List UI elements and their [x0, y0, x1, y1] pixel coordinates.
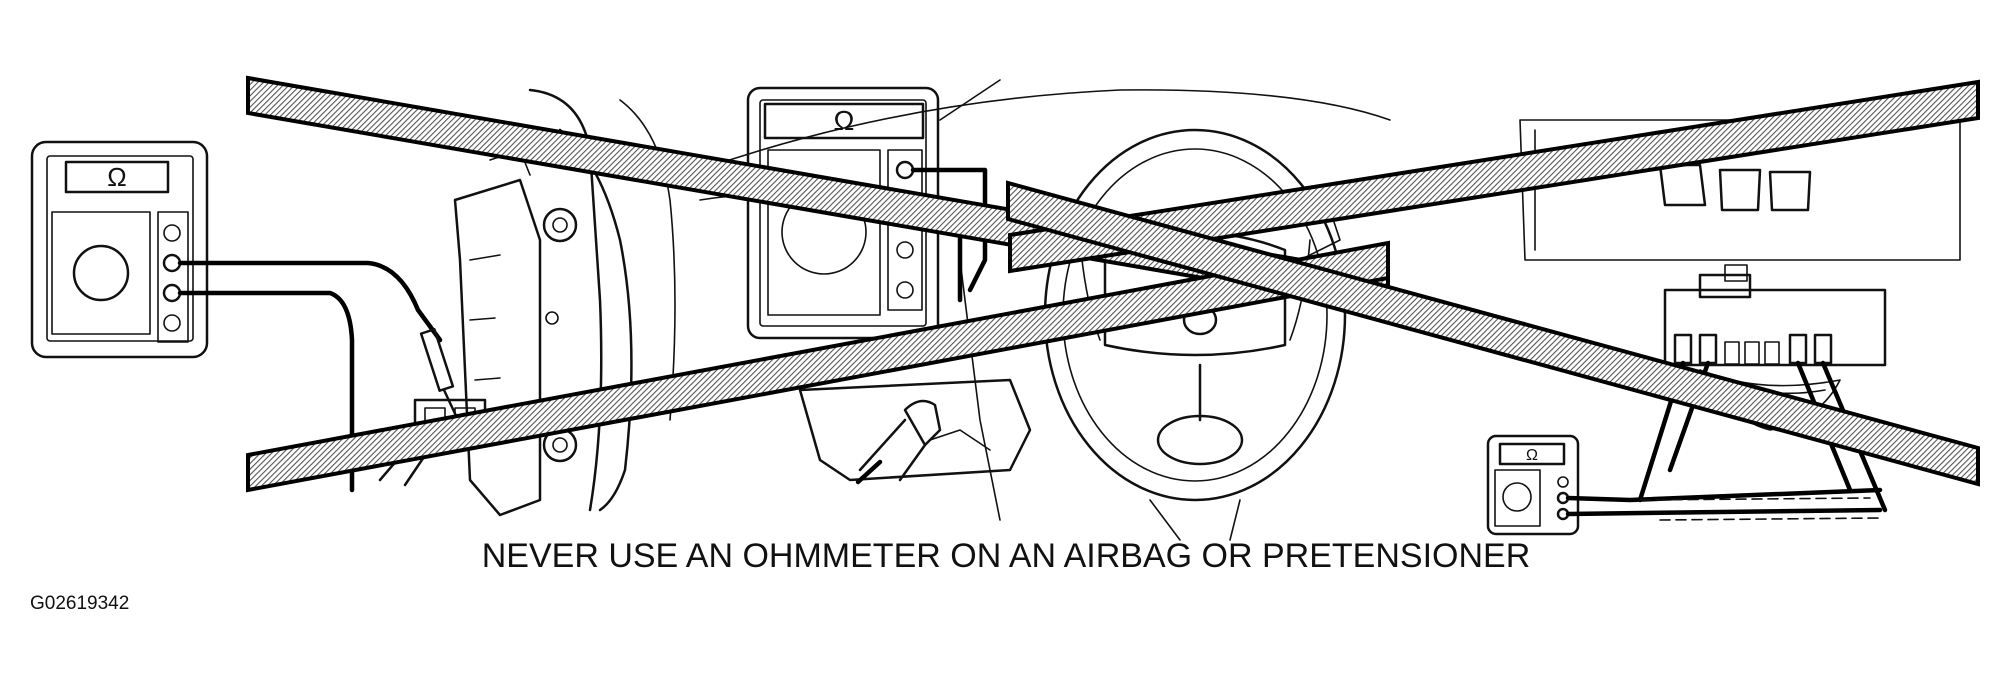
dashboard-outline [699, 79, 1391, 521]
warning-caption: NEVER USE AN OHMMETER ON AN AIRBAG OR PR… [482, 537, 1531, 575]
seat-frame-left [453, 88, 676, 517]
test-leads-left [177, 260, 460, 493]
prohibition-cross-right-icon [1006, 79, 1980, 487]
prohibition-cross-left-icon [246, 75, 1390, 493]
ohm-symbol-center: Ω [834, 105, 855, 136]
test-leads-right [1565, 487, 1883, 521]
ohmmeter-left-icon: Ω [30, 140, 209, 359]
ohmmeter-right-icon: Ω [1486, 434, 1580, 536]
ohm-symbol-left: Ω [107, 162, 126, 192]
ohm-symbol-right: Ω [1526, 447, 1538, 464]
figure-id-label: G02619342 [30, 593, 129, 614]
dash-connector-icon [855, 399, 991, 485]
